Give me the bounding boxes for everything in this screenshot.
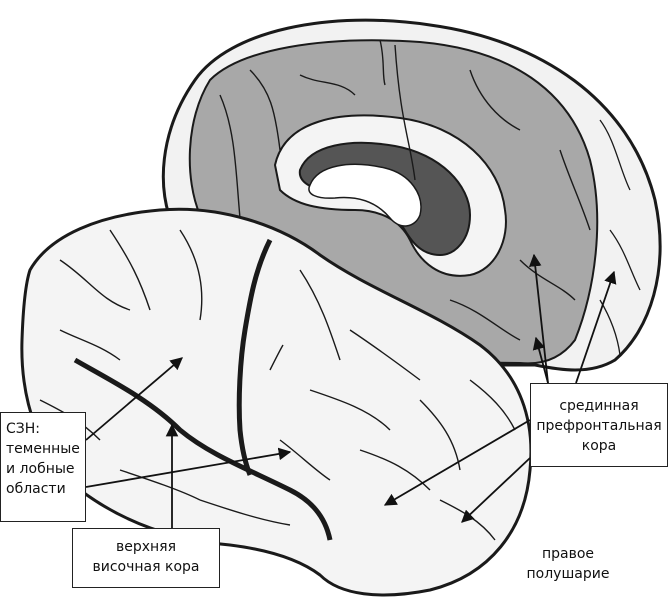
label-medial-prefrontal-cortex: срединная префронтальная кора <box>530 383 668 467</box>
label-szn: СЗН: теменные и лобные области <box>0 412 86 522</box>
label-right-hemisphere: правое полушарие <box>520 540 616 592</box>
label-stc-line-2: височная кора <box>92 559 200 575</box>
arrow-mpfc-4 <box>383 419 531 506</box>
arrow-mpfc-1 <box>528 253 549 384</box>
label-rh-line-2: полушарие <box>526 566 610 582</box>
label-stc-line-1: верхняя <box>115 539 177 555</box>
arrow-szn-parietal <box>85 357 183 441</box>
label-mpfc-line-2: префронтальная <box>536 418 662 434</box>
arrow-mpfc-5 <box>461 457 531 523</box>
central-sulcus <box>236 238 273 476</box>
arrow-mpfc-2 <box>532 336 549 384</box>
label-szn-line-1: СЗН: <box>6 421 40 437</box>
label-superior-temporal-cortex: верхняя височная кора <box>72 528 220 588</box>
label-mpfc-line-1: срединная <box>559 398 639 414</box>
sylvian-fissure <box>73 357 333 541</box>
label-szn-line-4: области <box>6 481 66 497</box>
arrows <box>85 253 617 528</box>
medial-sulci <box>219 39 591 341</box>
arrow-mpfc-3 <box>575 270 617 384</box>
ventricle-white <box>308 163 422 227</box>
label-szn-line-3: и лобные <box>6 461 75 477</box>
label-mpfc-line-3: кора <box>581 438 617 454</box>
label-rh-line-1: правое <box>541 546 595 562</box>
label-szn-line-2: теменные <box>6 441 80 457</box>
arrow-szn-frontal <box>85 447 292 488</box>
